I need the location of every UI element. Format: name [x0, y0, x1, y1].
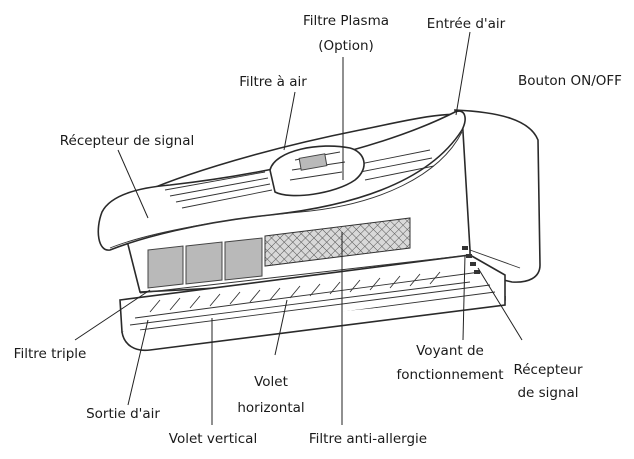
plasma-filter [269, 145, 365, 197]
label-sortie-air: Sortie d'air [86, 406, 160, 422]
label-recepteur: Récepteur [513, 362, 583, 378]
label-filtre-plasma-option: (Option) [318, 38, 374, 54]
label-recepteur-signal-top: Récepteur de signal [60, 133, 194, 149]
indicator-lights [462, 246, 480, 274]
leader-lines [74, 31, 523, 425]
louvers [129, 271, 471, 326]
top-grille [164, 149, 435, 209]
label-filtre-anti-allergie: Filtre anti-allergie [309, 431, 427, 447]
label-bouton-on-off: Bouton ON/OFF [518, 73, 622, 89]
label-filtre-a-air: Filtre à air [239, 74, 307, 90]
triple-filter [139, 237, 471, 294]
anti-allergy-filter [264, 217, 411, 267]
label-entree-air: Entrée d'air [427, 16, 506, 32]
label-volet-vertical: Volet vertical [169, 431, 257, 447]
label-filtre-triple: Filtre triple [14, 346, 87, 362]
label-volet: Volet [254, 374, 288, 390]
label-de-signal: de signal [517, 385, 578, 401]
label-filtre-plasma: Filtre Plasma [303, 13, 389, 29]
label-voyant: Voyant de [416, 343, 484, 359]
label-fonctionnement: fonctionnement [396, 367, 503, 383]
label-horizontal: horizontal [237, 400, 304, 416]
